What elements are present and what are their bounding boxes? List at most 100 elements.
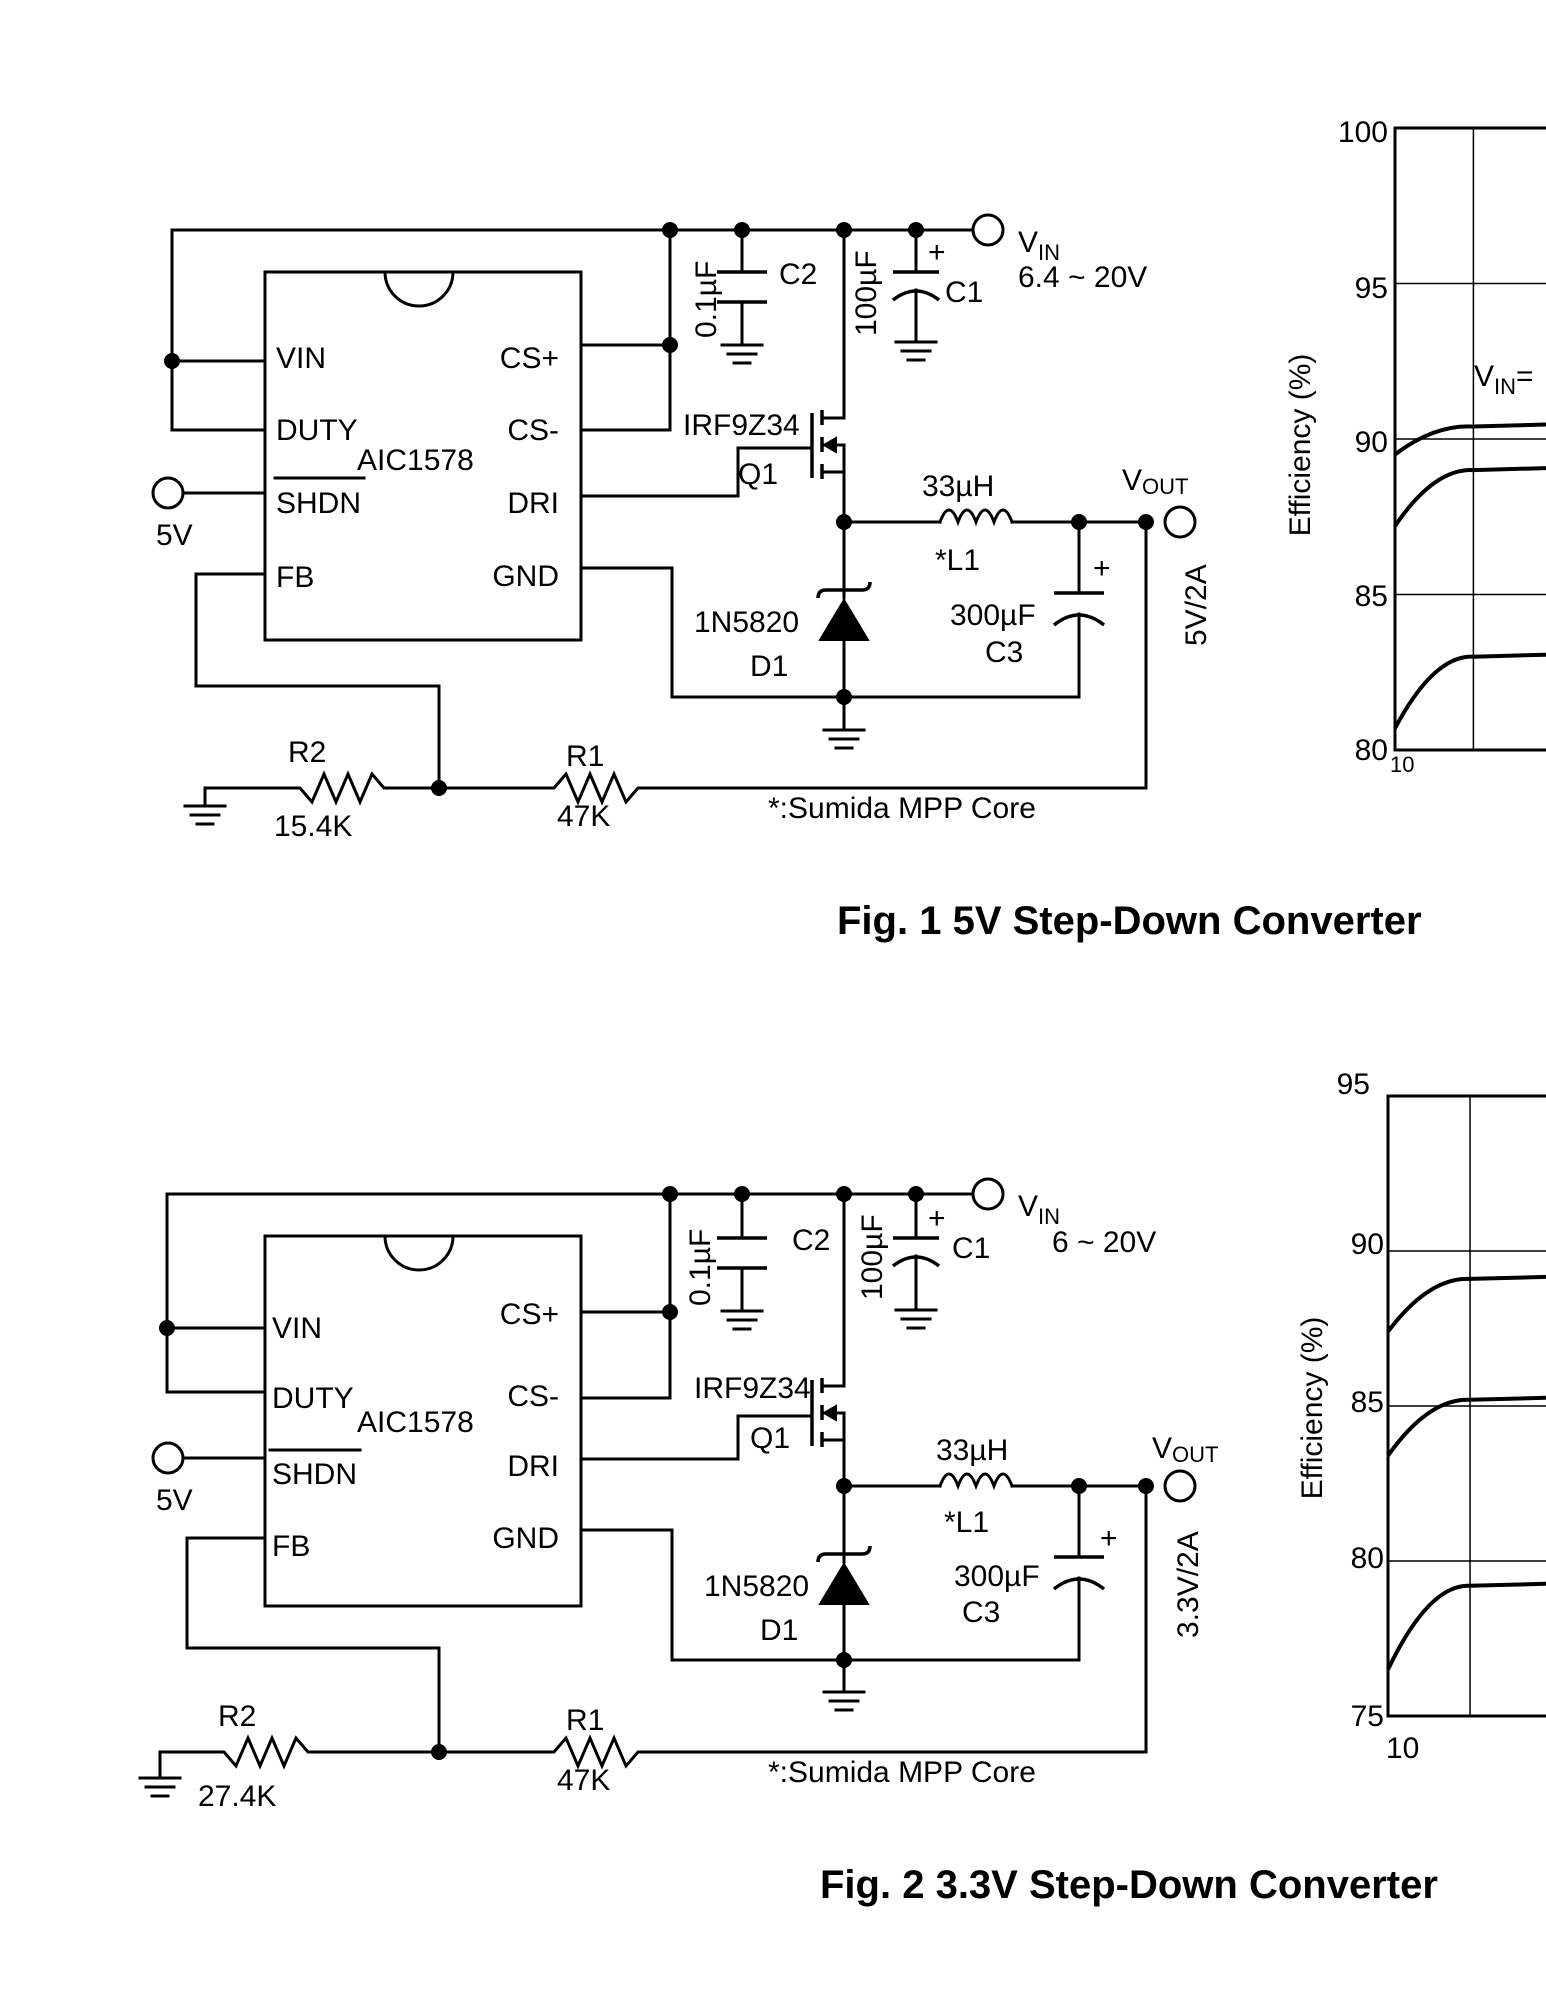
ytick-label: 85: [1355, 580, 1388, 613]
ytick-label: 95: [1355, 272, 1388, 305]
diode-d1: [816, 520, 872, 699]
vin-terminal: [971, 1177, 1005, 1211]
d1-part: 1N5820: [704, 1570, 809, 1603]
r2-name: R2: [218, 1700, 256, 1733]
resistor-r1: [437, 1484, 1148, 1770]
mosfet-q1: [810, 1374, 846, 1488]
ground-symbol: [894, 340, 938, 362]
d1-name: D1: [750, 650, 788, 683]
chart-marks-layer: [1386, 126, 1546, 1718]
ic-notch: [383, 270, 455, 308]
ytick-label: 75: [1351, 1700, 1384, 1733]
c3-plus: +: [1100, 1522, 1118, 1555]
c1-plus: +: [928, 236, 946, 269]
l1-name: *L1: [935, 544, 980, 577]
c3-name: C3: [962, 1596, 1000, 1629]
c2-name: C2: [779, 258, 817, 291]
ic-name: AIC1578: [357, 444, 474, 477]
c2-name: C2: [792, 1224, 830, 1257]
pin-dri: DRI: [507, 1450, 559, 1483]
ic-notch: [383, 1234, 455, 1272]
pin-vin: VIN: [276, 342, 326, 375]
c2-value: 0.1µF: [690, 261, 723, 338]
y-axis-label: Efficiency (%): [1284, 354, 1317, 537]
ytick-label: 100: [1338, 116, 1388, 149]
c1-plus: +: [928, 1202, 946, 1235]
shdn-source-label: 5V: [156, 1484, 193, 1517]
vin-annotation: VIN=: [1474, 360, 1534, 399]
figure-caption: Fig. 1 5V Step-Down Converter: [837, 899, 1422, 943]
resistor-r2: [158, 1734, 441, 1780]
r1-value: 47K: [557, 1764, 610, 1797]
c3-name: C3: [985, 636, 1023, 669]
inductor-l1: [938, 508, 1014, 527]
q1-part: IRF9Z34: [694, 1372, 811, 1405]
vout-terminal: [1163, 1469, 1197, 1503]
pin-fb: FB: [272, 1530, 310, 1563]
pin-cs-minus: CS-: [507, 1380, 559, 1413]
r1-name: R1: [566, 740, 604, 773]
pin-dri: DRI: [507, 487, 559, 520]
l1-name: *L1: [944, 1506, 989, 1539]
q1-part: IRF9Z34: [683, 409, 800, 442]
ground-symbol: [894, 1308, 938, 1330]
chart-2: 95 90 85 80 75 10 Efficiency (%): [1296, 1068, 1419, 1765]
ground-symbol: [720, 343, 764, 365]
pin-gnd: GND: [492, 1522, 559, 1555]
resistor-r1: [437, 520, 1148, 806]
mosfet-q1: [810, 406, 846, 524]
ytick-label: 90: [1351, 1228, 1384, 1261]
pin-cs-plus: CS+: [500, 342, 559, 375]
c3-value: 300µF: [954, 1560, 1040, 1593]
figure-caption: Fig. 2 3.3V Step-Down Converter: [820, 1863, 1438, 1907]
ytick-label: 80: [1351, 1542, 1384, 1575]
vin-range: 6 ~ 20V: [1052, 1226, 1156, 1259]
ground-symbol: [822, 1658, 866, 1712]
vin-label: VIN: [1018, 226, 1060, 265]
xtick-label: 10: [1386, 1732, 1419, 1765]
vout-spec: 5V/2A: [1180, 564, 1213, 646]
vout-label: VOUT: [1152, 1432, 1218, 1467]
pin-duty: DUTY: [276, 414, 358, 447]
pin-fb: FB: [276, 561, 314, 594]
series-line-1: [1393, 422, 1546, 457]
c1-name: C1: [952, 1232, 990, 1265]
y-axis-label: Efficiency (%): [1296, 1317, 1329, 1500]
ground-symbol: [822, 695, 866, 750]
pin-cs-minus: CS-: [507, 414, 559, 447]
series-line-3: [1386, 1581, 1546, 1671]
series-line-3: [1393, 652, 1546, 730]
series-line-1: [1386, 1274, 1546, 1333]
shdn-source-label: 5V: [156, 519, 193, 552]
c1-value: 100µF: [850, 250, 883, 336]
ic-aic1578: [263, 270, 583, 642]
pin-gnd: GND: [492, 560, 559, 593]
ground-symbol: [720, 1309, 764, 1331]
ground-symbol: [183, 804, 227, 826]
diode-d1: [816, 1484, 872, 1662]
r1-value: 47K: [557, 800, 610, 833]
vin-range: 6.4 ~ 20V: [1018, 261, 1147, 294]
shdn-5v-terminal: [151, 1441, 185, 1475]
pin-vin: VIN: [272, 1312, 322, 1345]
chart-1: 100 95 90 85 80 10 Efficiency (%) VIN=: [1284, 116, 1534, 777]
resistor-r2: [203, 770, 441, 808]
vin-terminal: [971, 213, 1005, 247]
c1-name: C1: [945, 276, 983, 309]
l1-value: 33µH: [936, 1434, 1008, 1467]
pin-cs-plus: CS+: [500, 1298, 559, 1331]
footnote: *:Sumida MPP Core: [768, 792, 1036, 825]
q1-name: Q1: [750, 1422, 790, 1455]
c3-value: 300µF: [950, 599, 1036, 632]
vin-label: VIN: [1018, 1190, 1060, 1229]
ytick-label: 90: [1355, 426, 1388, 459]
ytick-label: 85: [1351, 1386, 1384, 1419]
d1-name: D1: [760, 1614, 798, 1647]
d1-part: 1N5820: [694, 606, 799, 639]
pin-duty: DUTY: [272, 1382, 354, 1415]
inductor-l1: [938, 1472, 1014, 1491]
vout-terminal: [1163, 505, 1197, 539]
pin-shdn: SHDN: [272, 1458, 357, 1491]
footnote: *:Sumida MPP Core: [768, 1756, 1036, 1789]
